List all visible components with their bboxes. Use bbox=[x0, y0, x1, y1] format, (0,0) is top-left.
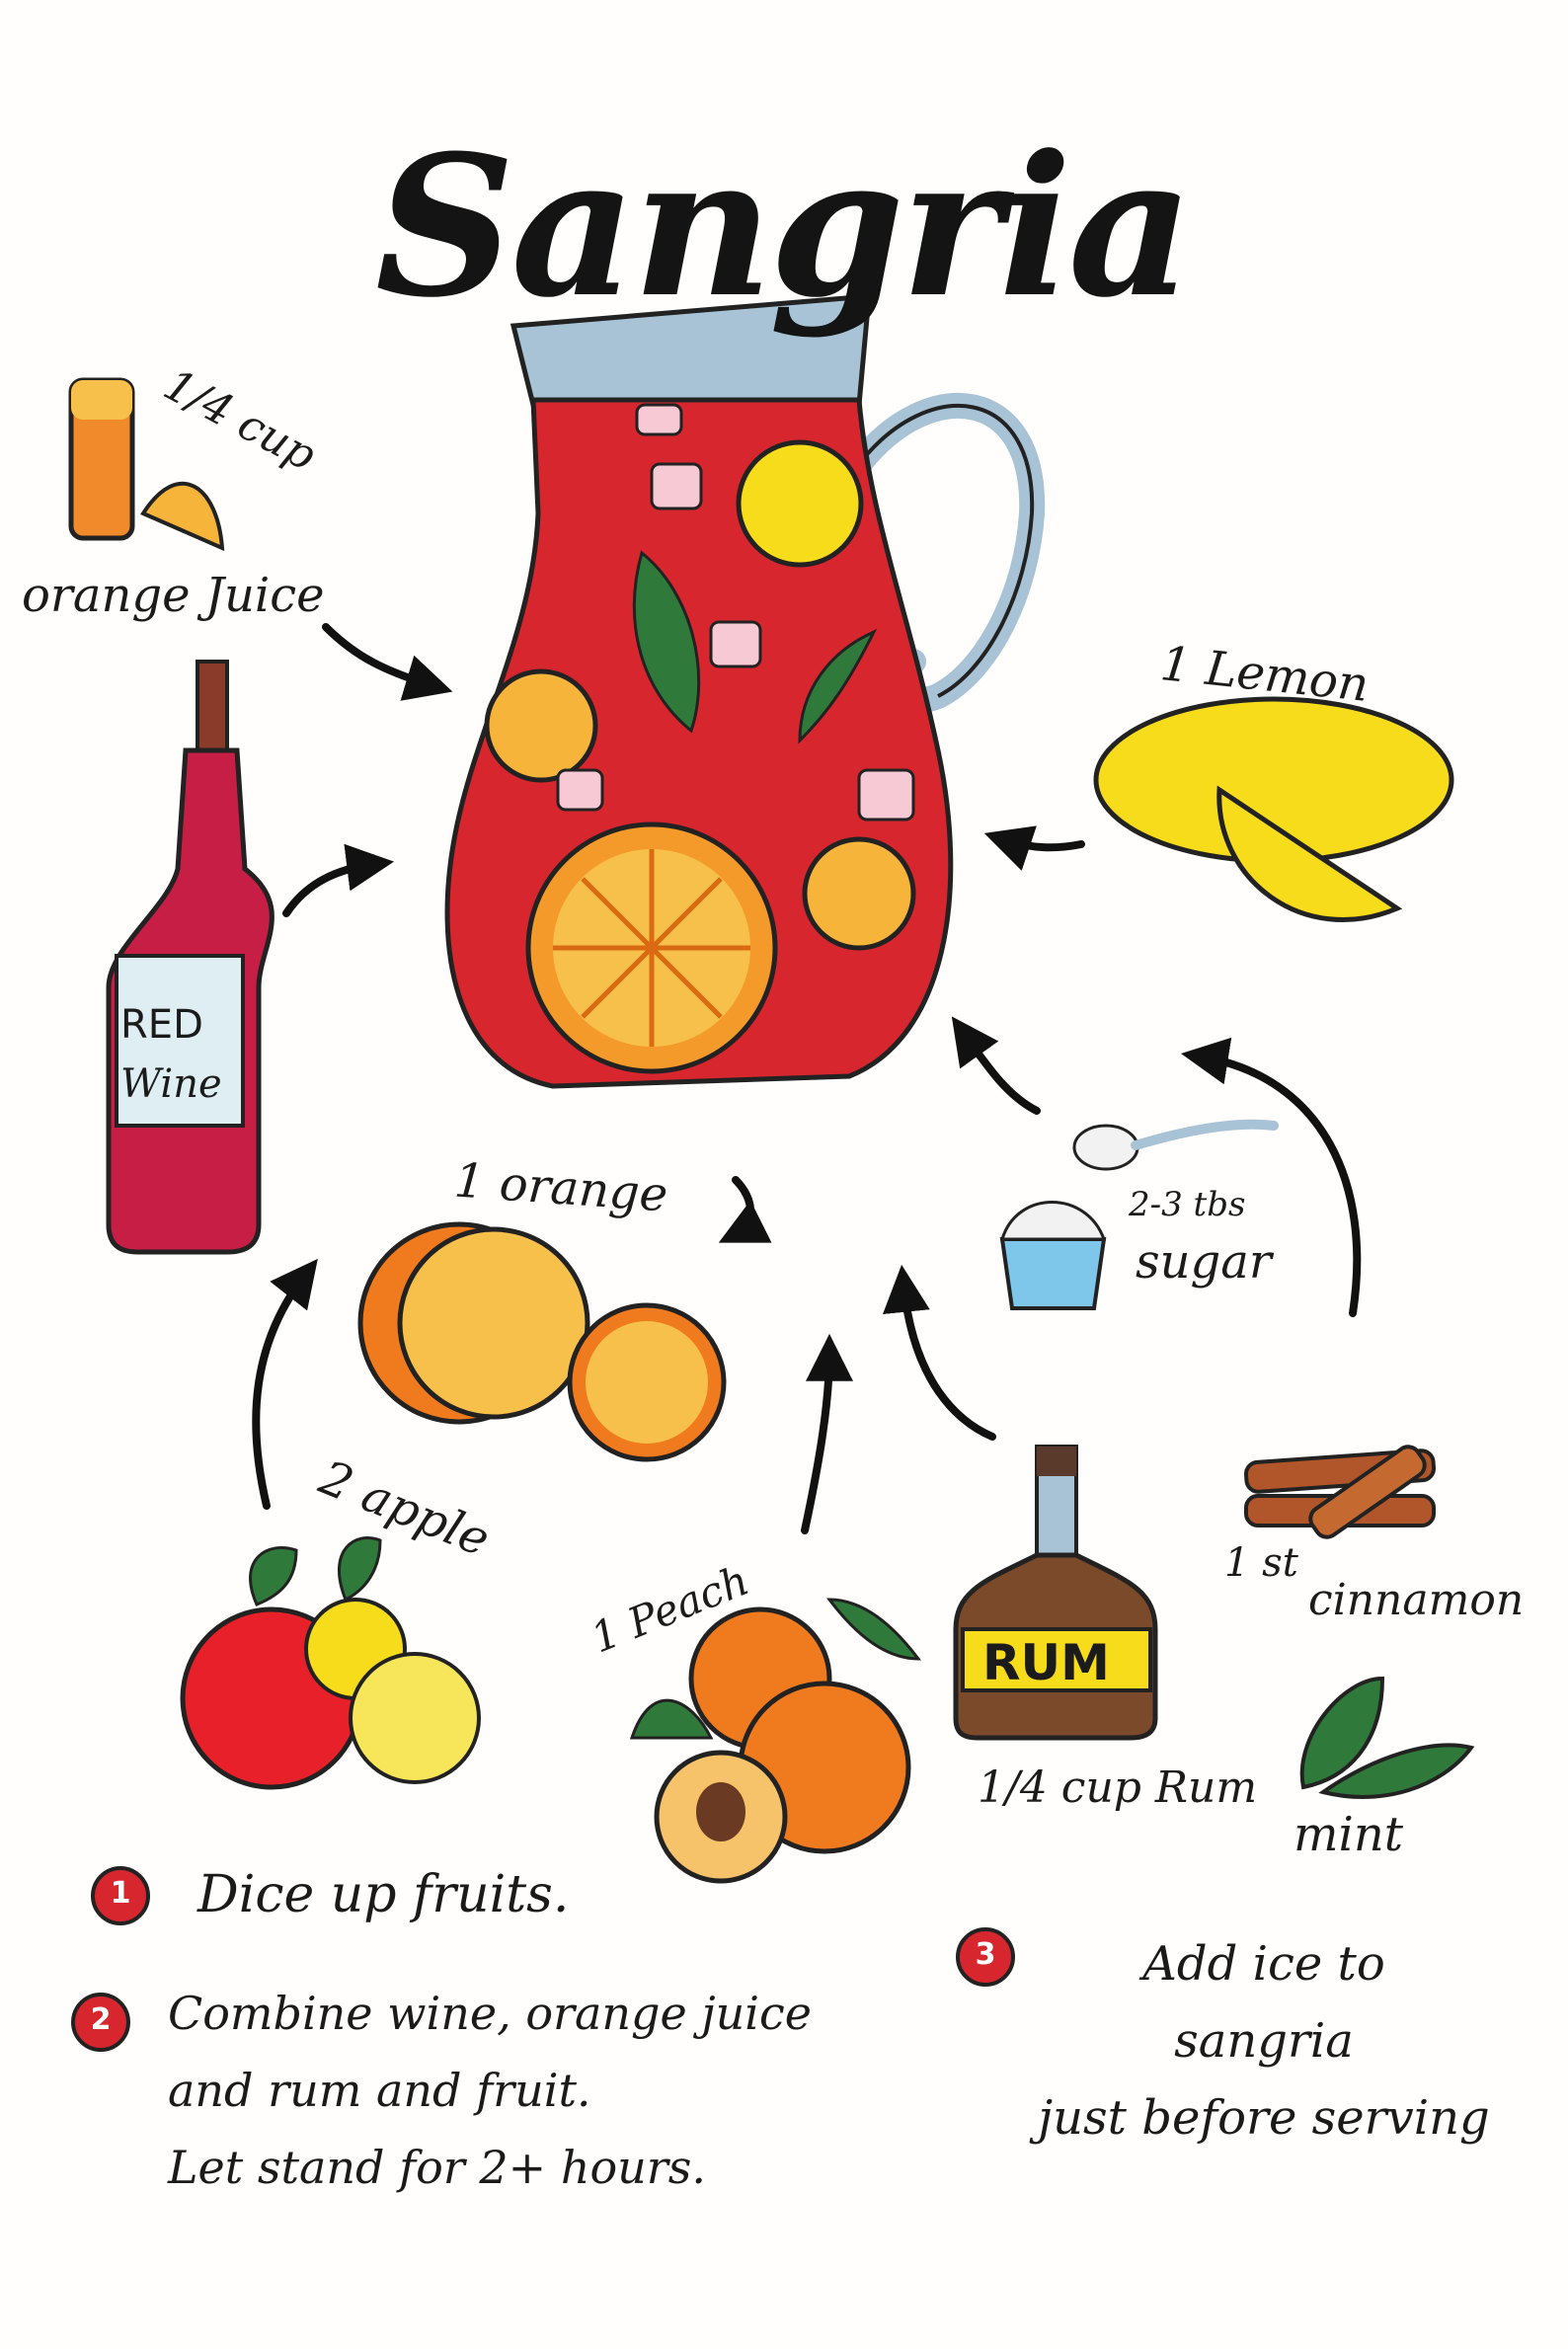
sugar-label: sugar bbox=[1136, 1234, 1272, 1290]
cinnamon-icon bbox=[1243, 1445, 1437, 1539]
orange-juice-glass-icon bbox=[68, 377, 225, 552]
red-wine-bottle-icon bbox=[106, 660, 274, 1255]
step-1-text: Dice up fruits. bbox=[197, 1856, 569, 1933]
rum-bottle-icon bbox=[953, 1445, 1158, 1741]
red-wine-bottle-label-line2: Wine bbox=[120, 1061, 222, 1107]
cinnamon-label: cinnamon bbox=[1308, 1575, 1525, 1625]
sugar-quantity: 2-3 tbs bbox=[1129, 1185, 1246, 1224]
step-3-badge: 3 bbox=[956, 1927, 1015, 1987]
step-2-text: Combine wine, orange juice and rum and f… bbox=[168, 1975, 812, 2206]
step-3-line-3: just before serving bbox=[1038, 2090, 1490, 2146]
step-1-line-1: Dice up fruits. bbox=[197, 1865, 570, 1924]
peach-icon bbox=[629, 1598, 922, 1884]
recipe-title: Sangria bbox=[375, 114, 1194, 341]
step-3-text: Add ice to sangria just before serving bbox=[997, 1925, 1530, 2156]
step-1-badge: 1 bbox=[91, 1866, 150, 1925]
cinnamon-quantity: 1 st bbox=[1224, 1540, 1298, 1586]
lemon-icon bbox=[1093, 696, 1454, 922]
step-2-line-2: and rum and fruit. bbox=[168, 2064, 591, 2117]
rum-bottle-label: RUM bbox=[982, 1634, 1110, 1691]
step-3-line-1: Add ice to bbox=[1142, 1936, 1385, 1992]
red-wine-bottle-label-line1: RED bbox=[120, 1002, 203, 1048]
step-2-line-1: Combine wine, orange juice bbox=[168, 1987, 812, 2040]
step-2-line-3: Let stand for 2+ hours. bbox=[168, 2141, 707, 2194]
rum-label: 1/4 cup Rum bbox=[978, 1762, 1258, 1813]
step-2-badge: 2 bbox=[71, 1993, 130, 2052]
mint-icon bbox=[1299, 1676, 1475, 1799]
step-3-line-2: sangria bbox=[1174, 2013, 1354, 2069]
sugar-bowl-icon bbox=[999, 1119, 1279, 1310]
apple-icon bbox=[180, 1536, 481, 1790]
pitcher-icon bbox=[444, 293, 1046, 1089]
mint-label: mint bbox=[1294, 1807, 1404, 1862]
flow-arrows bbox=[252, 623, 1362, 1534]
orange-fruit-icon bbox=[357, 1221, 727, 1462]
orange-juice-label: orange Juice bbox=[22, 568, 325, 623]
